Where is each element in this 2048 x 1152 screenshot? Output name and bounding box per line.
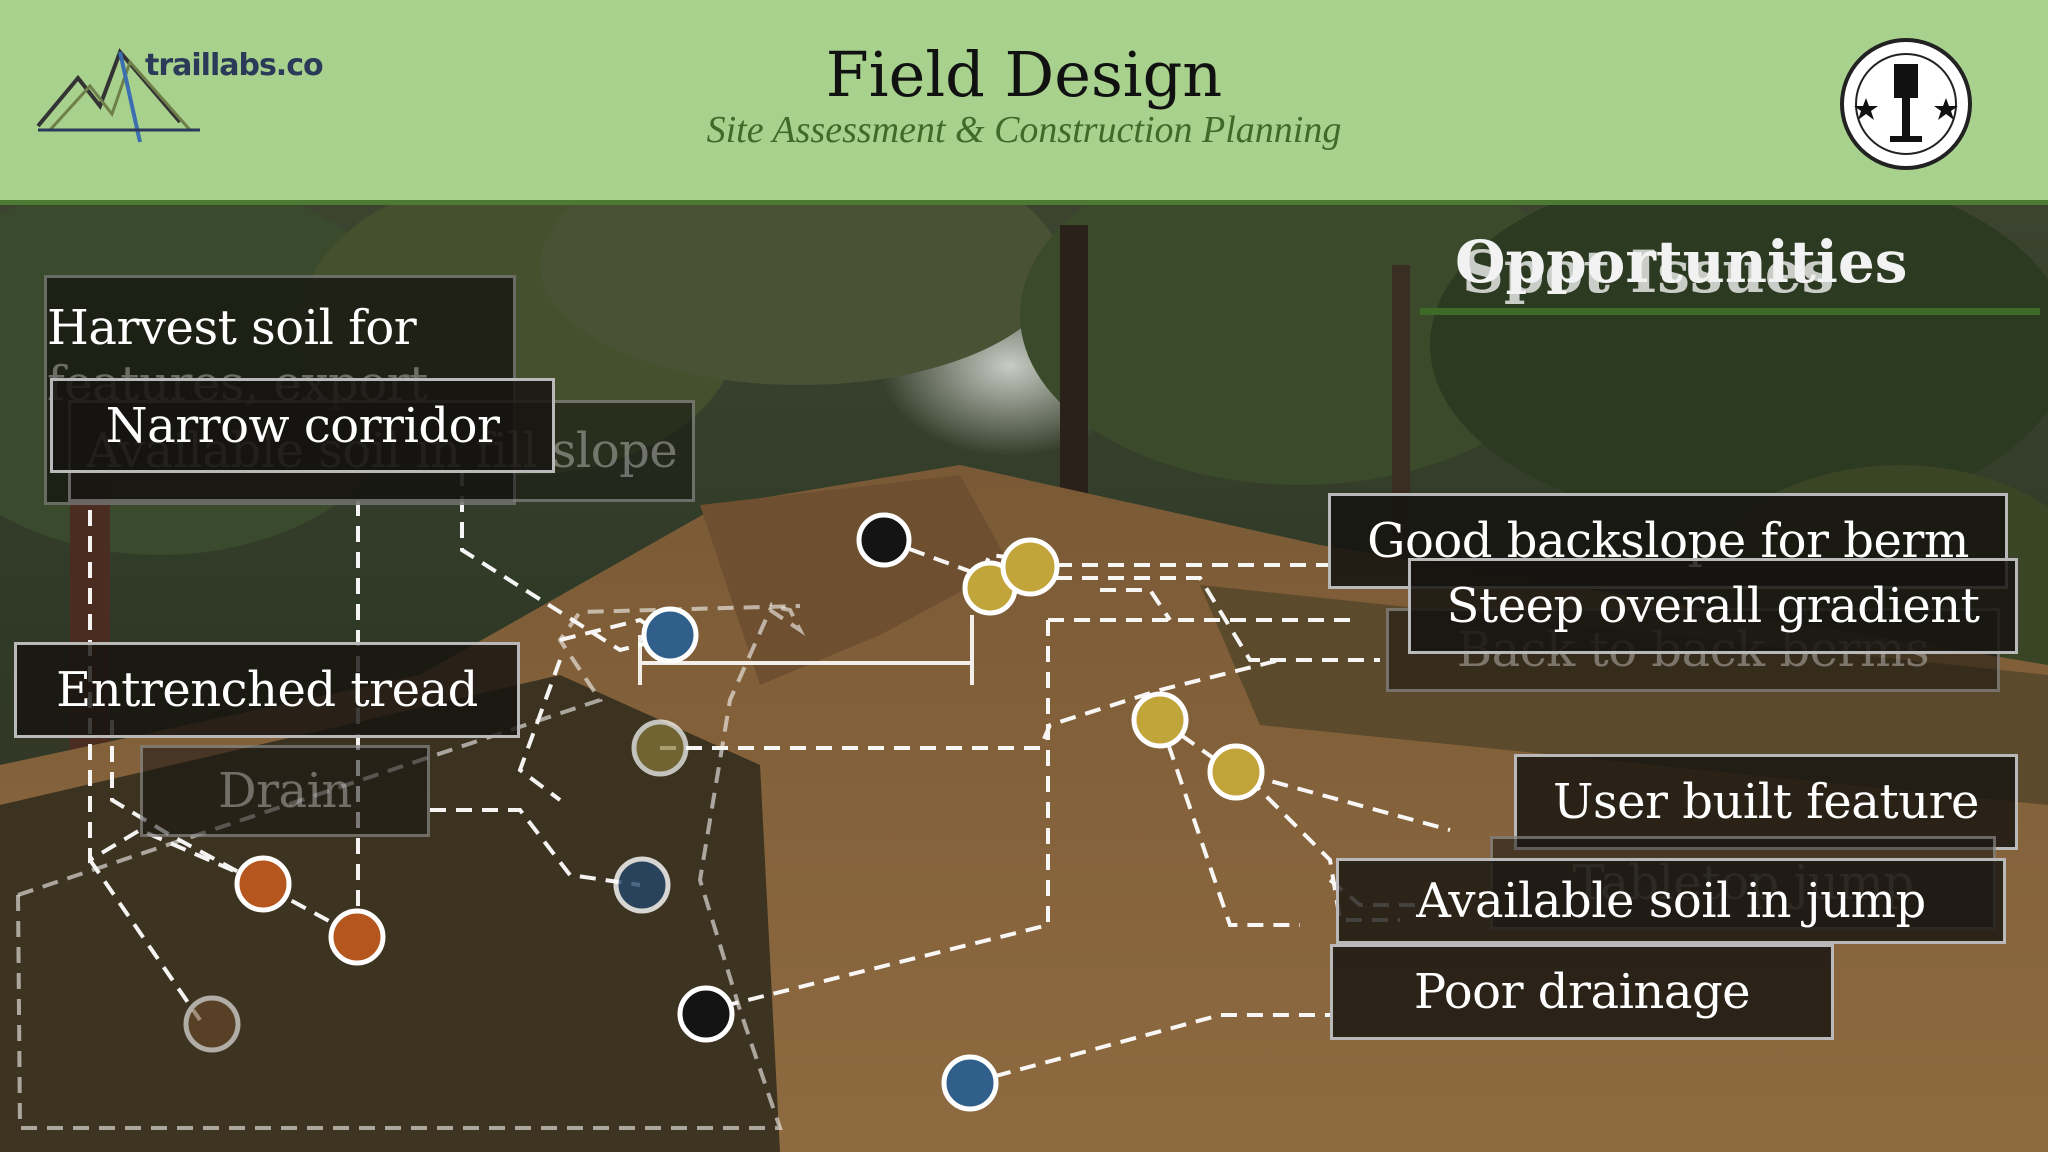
redding-trail-alliance-seal-icon bbox=[1840, 38, 1972, 170]
marker-orange bbox=[328, 908, 386, 966]
callout-poor-drainage: Poor drainage bbox=[1330, 944, 1834, 1040]
opportunities-heading: Opportunities bbox=[1455, 228, 1908, 296]
marker-orange bbox=[234, 855, 292, 913]
marker-yellow-dim bbox=[631, 719, 689, 777]
traillabs-logo-icon bbox=[36, 48, 200, 143]
page-subtitle: Site Assessment & Construction Planning bbox=[706, 109, 1342, 151]
header-banner: traillabs.co Field Design Site Assessmen… bbox=[0, 0, 2048, 205]
marker-blue bbox=[641, 606, 699, 664]
marker-blue-dim bbox=[613, 856, 671, 914]
marker-brown-dim bbox=[183, 995, 241, 1053]
callout-harvest-line1: Harvest soil for bbox=[47, 300, 417, 356]
callout-steep-gradient: Steep overall gradient bbox=[1408, 558, 2018, 654]
logo-text: traillabs.co bbox=[145, 48, 324, 83]
page-title: Field Design bbox=[825, 38, 1223, 111]
marker-yellow bbox=[1207, 743, 1265, 801]
marker-yellow bbox=[1131, 691, 1189, 749]
callout-entrenched-tread: Entrenched tread bbox=[14, 642, 520, 738]
spot-issues-heading: Spot Issues bbox=[1462, 238, 1835, 306]
marker-black bbox=[856, 512, 912, 568]
callout-narrow-corridor: Narrow corridor bbox=[50, 378, 555, 473]
callout-drain: Drain bbox=[140, 745, 430, 837]
callout-available-soil-jump: Available soil in jump bbox=[1336, 858, 2006, 944]
marker-blue bbox=[941, 1054, 999, 1112]
marker-yellow bbox=[1000, 537, 1060, 597]
marker-black bbox=[677, 985, 735, 1043]
heading-underline bbox=[1420, 308, 2040, 315]
